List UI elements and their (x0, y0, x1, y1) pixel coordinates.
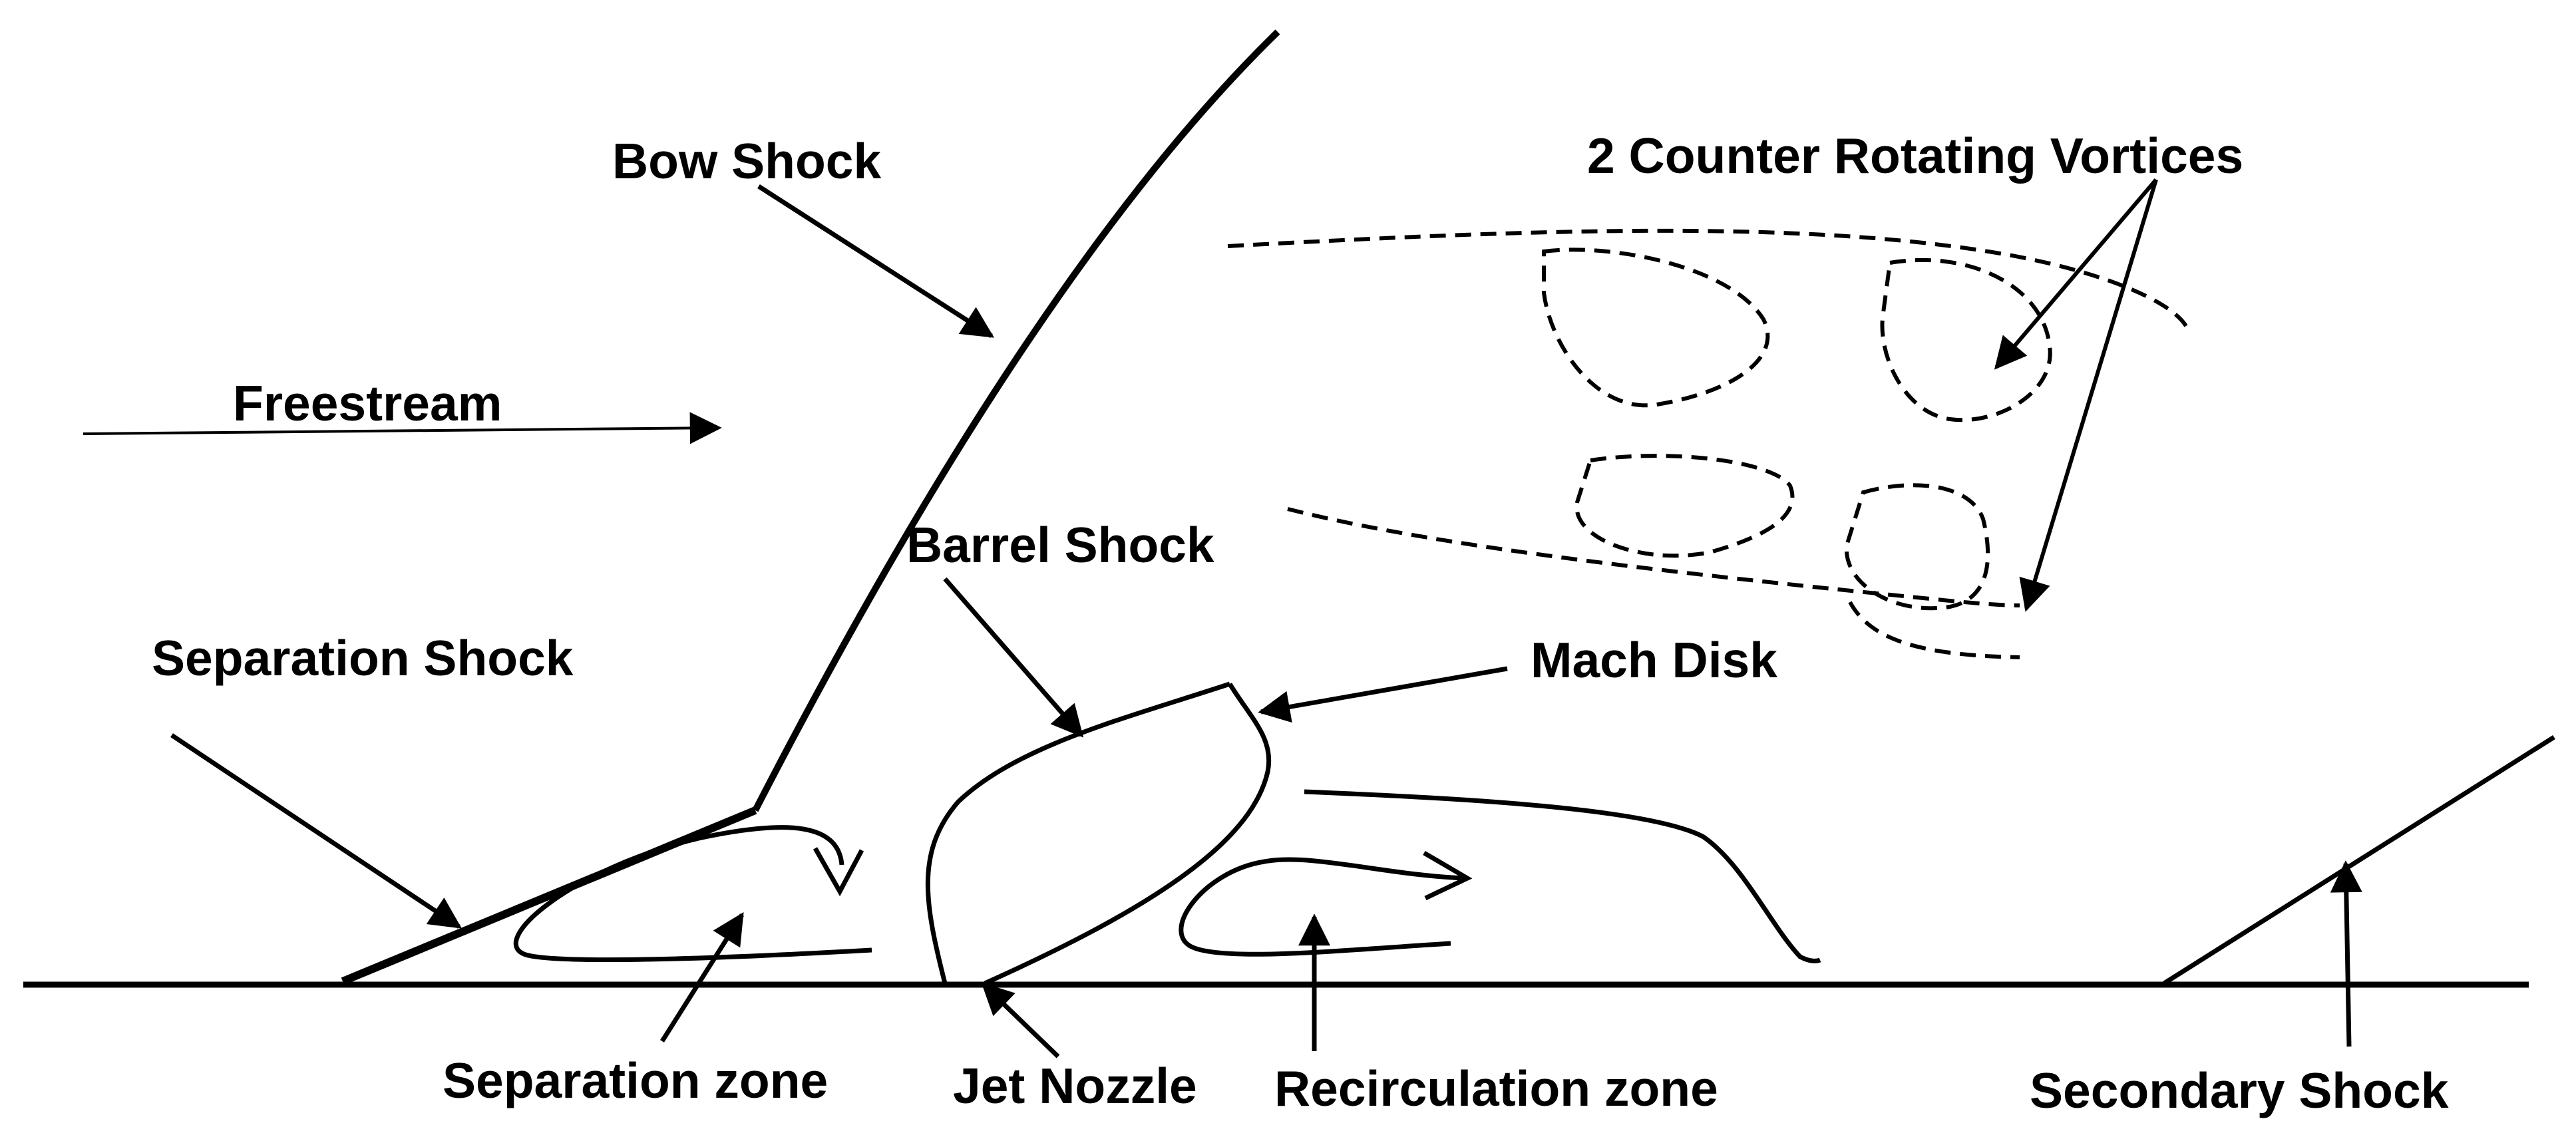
recirculation-zone-arrowhead (1423, 850, 1473, 901)
recirculation-zone-streamline (1179, 857, 1465, 957)
separation-shock-label: Separation Shock (152, 630, 574, 686)
recirculation-zone-label: Recirculation zone (1274, 1060, 1718, 1116)
secondary-shock-pointer (2330, 860, 2362, 1047)
separation-zone-arrowhead (813, 847, 864, 897)
vortices-pointer-upper (1994, 178, 2158, 370)
wake-boundary-curve (1304, 789, 1821, 963)
separation-zone-pointer (660, 911, 744, 1043)
barrel-shock-curve (925, 681, 1231, 984)
separation-shock-pointer (170, 733, 462, 929)
bow-shock-pointer (757, 184, 995, 338)
barrel-shock-label: Barrel Shock (906, 517, 1214, 573)
vortices-pointer-lower (2019, 179, 2158, 612)
freestream-arrow (83, 412, 722, 444)
vortices-label: 2 Counter Rotating Vortices (1587, 128, 2243, 184)
lower-dashed-boundary (1287, 507, 2020, 607)
separation-shock-line (341, 806, 757, 985)
secondary-shock-label: Secondary Shock (2030, 1062, 2449, 1118)
jet-nozzle-label: Jet Nozzle (953, 1058, 1197, 1114)
freestream-label: Freestream (233, 375, 502, 431)
separation-zone-label: Separation zone (443, 1053, 828, 1108)
bow-shock-label: Bow Shock (612, 133, 882, 189)
upper-dashed-boundary (1227, 228, 2188, 327)
separation-zone-streamline (513, 825, 872, 963)
secondary-shock-line (2163, 735, 2555, 985)
mach-disk-label: Mach Disk (1531, 632, 1777, 688)
vortex-lower-right-trail (1848, 601, 2020, 659)
jet-nozzle-pointer (981, 982, 1060, 1059)
vortex-lower-left (1574, 454, 1795, 558)
bow-shock-curve (752, 29, 1280, 812)
vortex-upper-left (1542, 247, 1770, 408)
mach-disk-pointer (1258, 666, 1508, 723)
vortex-lower-right (1844, 483, 1990, 611)
mach-disk-line (984, 683, 1272, 986)
barrel-shock-pointer (943, 577, 1084, 738)
vortex-upper-right (1880, 257, 2052, 422)
